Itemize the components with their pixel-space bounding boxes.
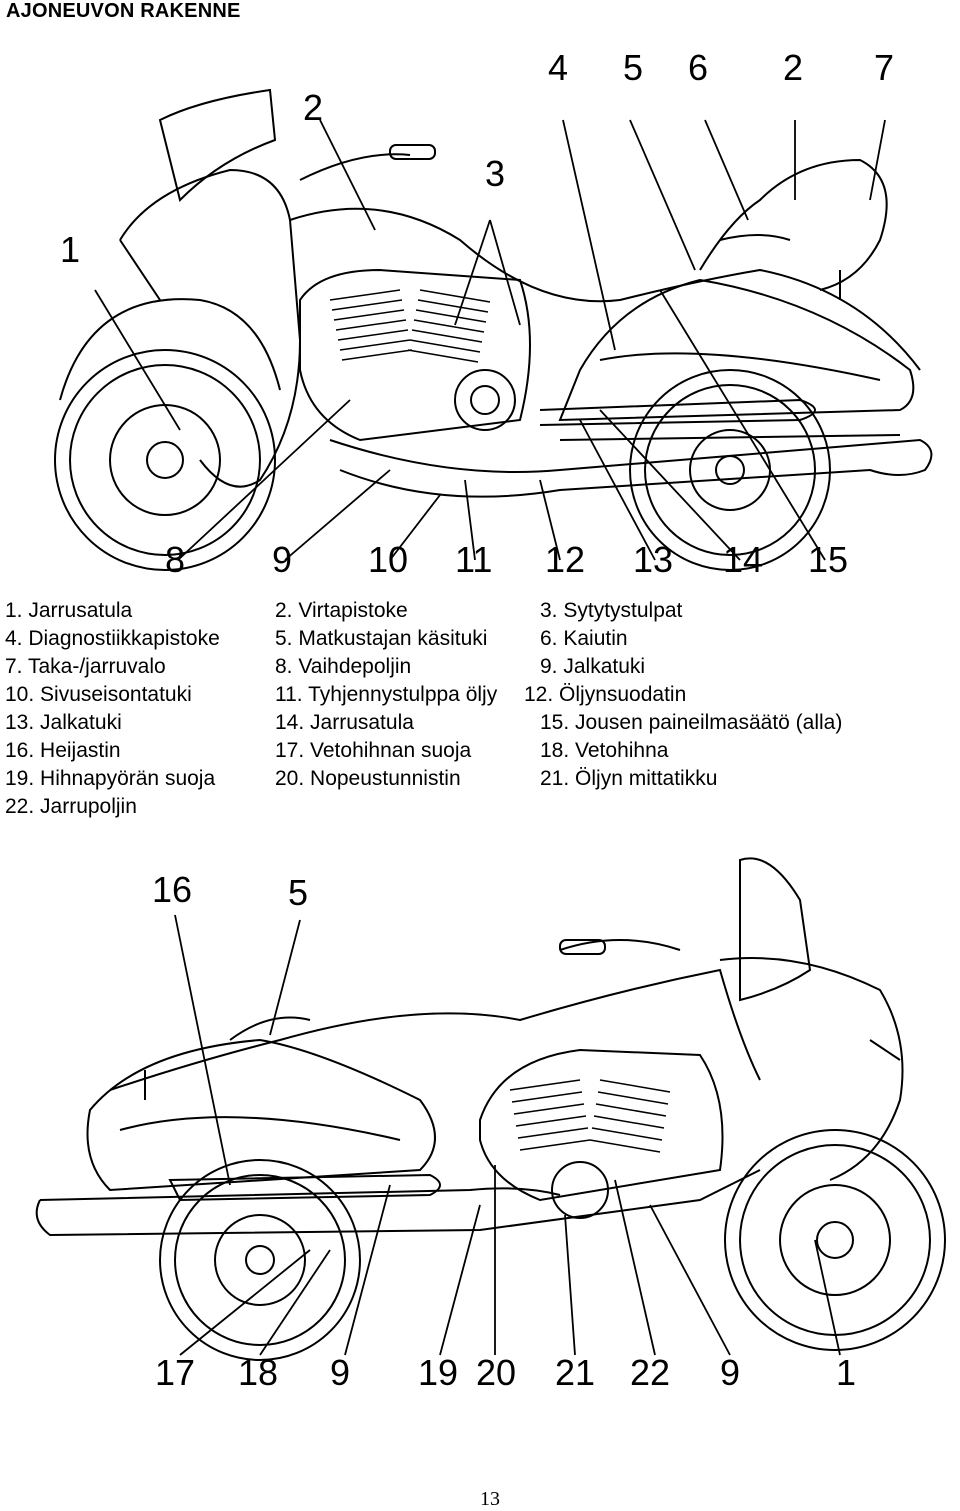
page-title: AJONEUVON RAKENNE — [6, 0, 241, 22]
leader-5 — [629, 119, 696, 271]
legend-item: 14. Jarrusatula — [275, 711, 414, 734]
callout-bottom-16: 16 — [152, 869, 192, 910]
callout-bottom-19: 19 — [418, 1352, 458, 1393]
legend-row: 1. Jarrusatula 2. Virtapistoke 3. Sytyty… — [0, 597, 960, 625]
legend-row: 19. Hihnapyörän suoja 20. Nopeustunnisti… — [0, 765, 960, 793]
legend-row: 22. Jarrupoljin — [0, 793, 960, 821]
legend-item: 20. Nopeustunnistin — [275, 767, 461, 790]
leader-16 — [174, 914, 231, 1186]
page-number: 13 — [480, 1488, 500, 1510]
callout-top-8: 8 — [165, 539, 185, 580]
leader-19 — [439, 1204, 481, 1356]
leader-22 — [614, 1179, 656, 1356]
legend-item: 2. Virtapistoke — [275, 599, 408, 622]
legend-item: 16. Heijastin — [5, 739, 121, 762]
leader-21 — [564, 1214, 576, 1356]
legend-item: 21. Öljyn mittatikku — [540, 767, 718, 790]
legend-item: 17. Vetohihnan suoja — [275, 739, 472, 762]
bottom-motorcycle-drawing — [35, 857, 946, 1361]
legend-item: 19. Hihnapyörän suoja — [5, 767, 216, 790]
legend-item: 4. Diagnostiikkapistoke — [5, 627, 220, 650]
leader-1 — [814, 1239, 841, 1356]
callout-bottom-9b: 9 — [720, 1352, 740, 1393]
front-wheel — [54, 349, 276, 571]
rear-wheel — [629, 369, 831, 571]
leader-4 — [562, 119, 616, 351]
callout-bottom-5: 5 — [288, 872, 308, 913]
leader-15 — [659, 289, 826, 561]
callout-bottom-17: 17 — [155, 1352, 195, 1393]
callout-top-5: 5 — [623, 47, 643, 88]
top-motorcycle-diagram: 1 2 3 4 5 6 2 7 8 9 10 11 12 13 14 15 — [54, 47, 933, 580]
legend-item: 3. Sytytystulpat — [540, 599, 683, 622]
leader-6 — [704, 119, 749, 221]
leader-9b — [649, 1204, 731, 1356]
callout-top-3: 3 — [485, 153, 505, 194]
leader-3 — [454, 219, 521, 326]
legend-item: 12. Öljynsuodatin — [524, 683, 687, 706]
legend-item: 15. Jousen paineilmasäätö (alla) — [540, 711, 843, 734]
leader-14 — [599, 409, 741, 561]
callout-top-1: 1 — [60, 229, 80, 270]
legend-item: 9. Jalkatuki — [540, 655, 646, 678]
leader-7 — [869, 119, 886, 201]
front-brake-disc — [109, 404, 221, 516]
legend-row: 10. Sivuseisontatuki 11. Tyhjennystulppa… — [0, 681, 960, 709]
callout-top-15: 15 — [808, 539, 848, 580]
legend-item: 22. Jarrupoljin — [5, 795, 137, 818]
callout-top-10: 10 — [368, 539, 408, 580]
leader-17 — [179, 1249, 311, 1356]
bottom-callouts: 16 5 17 18 9 19 20 21 22 9 1 — [152, 869, 856, 1393]
callout-top-9: 9 — [272, 539, 292, 580]
leader-18 — [259, 1249, 331, 1356]
leader-11 — [464, 479, 476, 561]
legend-row: 16. Heijastin 17. Vetohihnan suoja 18. V… — [0, 737, 960, 765]
legend-item: 13. Jalkatuki — [5, 711, 122, 734]
callout-top-2a: 2 — [303, 87, 323, 128]
leader-8 — [177, 399, 351, 561]
legend-item: 7. Taka-/jarruvalo — [5, 655, 166, 678]
legend-row: 13. Jalkatuki 14. Jarrusatula 15. Jousen… — [0, 709, 960, 737]
legend-item: 5. Matkustajan käsituki — [275, 627, 488, 650]
legend-item: 18. Vetohihna — [540, 739, 669, 762]
callout-top-2b: 2 — [783, 47, 803, 88]
leader-10 — [389, 494, 441, 561]
leader-13 — [579, 419, 656, 561]
legend-row: 7. Taka-/jarruvalo 8. Vaihdepoljin 9. Ja… — [0, 653, 960, 681]
callout-top-7: 7 — [874, 47, 894, 88]
front-brake-disc — [779, 1184, 891, 1296]
legend-item: 10. Sivuseisontatuki — [5, 683, 192, 706]
callout-bottom-9a: 9 — [330, 1352, 350, 1393]
legend-item: 6. Kaiutin — [540, 627, 628, 650]
bottom-motorcycle-diagram: 16 5 17 18 9 19 20 21 22 9 1 — [35, 857, 946, 1393]
legend-row: 4. Diagnostiikkapistoke 5. Matkustajan k… — [0, 625, 960, 653]
legend-item: 1. Jarrusatula — [5, 599, 133, 622]
top-callouts: 1 2 3 4 5 6 2 7 8 9 10 11 12 13 14 15 — [60, 47, 894, 580]
callout-bottom-21: 21 — [555, 1352, 595, 1393]
leader-9a — [344, 1184, 391, 1356]
rear-wheel — [159, 1159, 361, 1361]
callout-top-4: 4 — [548, 47, 568, 88]
front-wheel — [724, 1129, 946, 1351]
leader-5 — [269, 919, 301, 1036]
callout-bottom-1: 1 — [836, 1352, 856, 1393]
callout-bottom-20: 20 — [476, 1352, 516, 1393]
leader-2a — [319, 119, 376, 231]
leader-9 — [284, 469, 391, 561]
callout-top-13: 13 — [633, 539, 673, 580]
callout-top-12: 12 — [545, 539, 585, 580]
leader-1 — [94, 289, 181, 431]
callout-top-6: 6 — [688, 47, 708, 88]
callout-top-11: 11 — [455, 539, 492, 580]
legend-item: 8. Vaihdepoljin — [275, 655, 412, 678]
top-motorcycle-drawing — [54, 88, 933, 571]
leader-12 — [539, 479, 561, 561]
callout-bottom-18: 18 — [238, 1352, 278, 1393]
callout-bottom-22: 22 — [630, 1352, 670, 1393]
callout-top-14: 14 — [723, 539, 763, 580]
legend-item: 11. Tyhjennystulppa öljy — [275, 683, 498, 706]
